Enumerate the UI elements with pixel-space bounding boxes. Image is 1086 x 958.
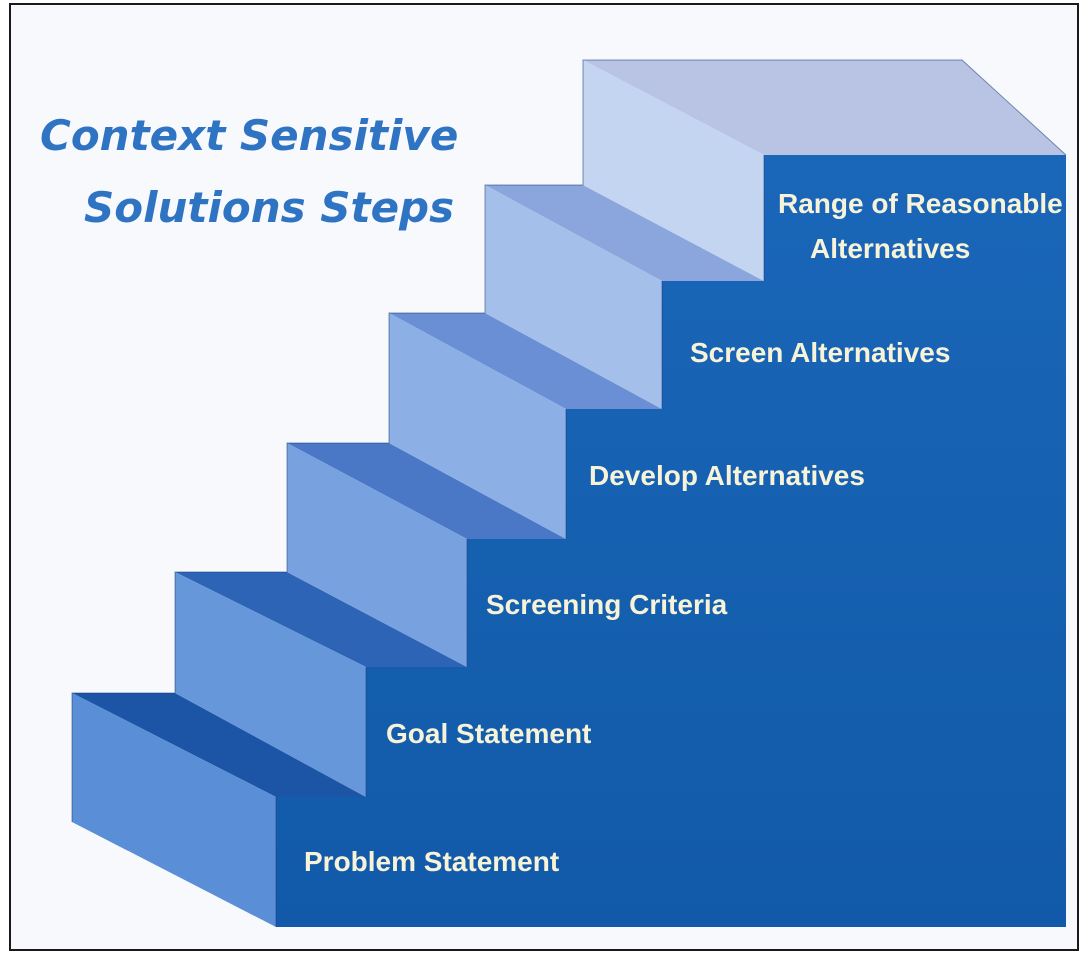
step-label-screen-alternatives: Screen Alternatives [690, 337, 950, 368]
step-5-top [485, 185, 764, 281]
step-label-goal-statement: Goal Statement [386, 718, 591, 749]
step-3-top [287, 443, 566, 539]
step-label-range-of-reasonable: Range of Reasonable [778, 188, 1063, 219]
step-label-alternatives: Alternatives [810, 233, 970, 264]
step-2-riser [175, 572, 366, 797]
step-label-screening-criteria: Screening Criteria [486, 589, 728, 620]
step-label-develop-alternatives: Develop Alternatives [589, 460, 865, 491]
step-6-top [583, 60, 1066, 155]
title-line-2: Solutions Steps [84, 183, 454, 232]
step-2-top [175, 572, 467, 667]
step-1-riser [72, 693, 276, 927]
step-label-problem-statement: Problem Statement [304, 846, 559, 877]
step-5-riser [485, 185, 662, 409]
step-1-top [72, 693, 366, 797]
step-3-riser [287, 443, 467, 667]
step-4-top [389, 313, 662, 409]
staircase-front-face [276, 155, 1066, 927]
step-4-riser [389, 313, 566, 539]
title-line-1: Context Sensitive [40, 111, 458, 160]
staircase-edges [71, 59, 1067, 927]
step-6-riser [583, 60, 764, 281]
